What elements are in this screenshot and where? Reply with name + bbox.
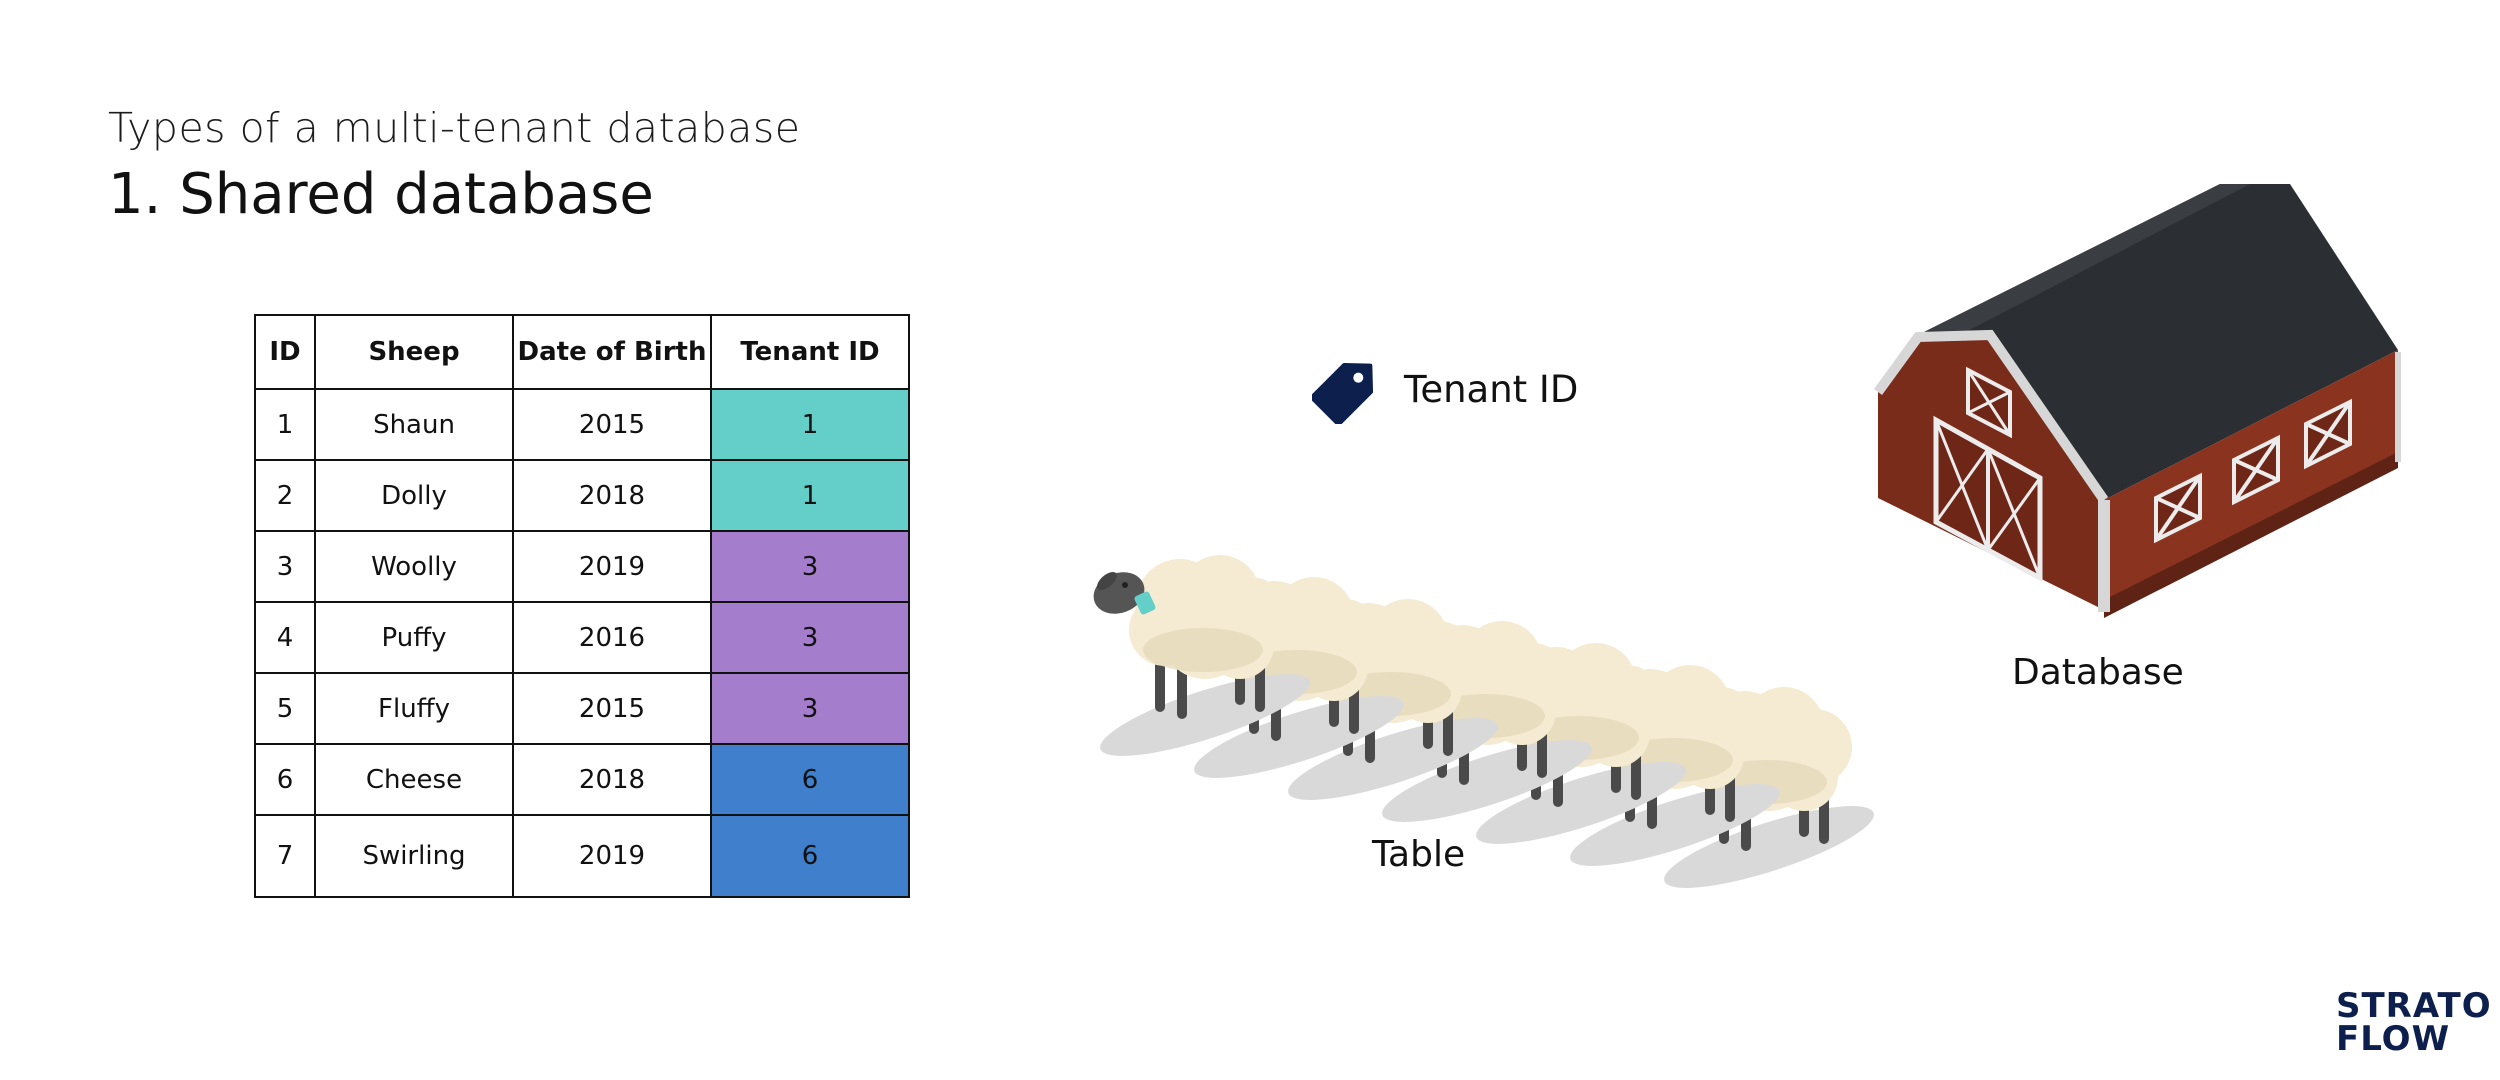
- cell-sheep: Swirling: [314, 814, 514, 898]
- stratoflow-logo: STRATO FLOW: [2336, 986, 2492, 1059]
- sheep-flock: [1093, 555, 1874, 888]
- column-header-date-of-birth: Date of Birth: [512, 314, 712, 390]
- cell-dob: 2015: [512, 388, 712, 461]
- cell-id: 1: [254, 388, 316, 461]
- table-row: 2 Dolly 2018 1: [254, 459, 910, 532]
- cell-id: 4: [254, 601, 316, 674]
- cell-tenant-id: 6: [710, 814, 910, 898]
- database-label: Database: [2012, 652, 2184, 693]
- column-header-id: ID: [254, 314, 316, 390]
- cell-tenant-id: 3: [710, 672, 910, 745]
- cell-dob: 2019: [512, 814, 712, 898]
- table-header-row: ID Sheep Date of Birth Tenant ID: [254, 314, 910, 390]
- price-tag-icon: [1312, 362, 1374, 424]
- tenant-id-legend: Tenant ID: [1312, 354, 1578, 424]
- page-title: 1. Shared database: [108, 162, 654, 227]
- table-row: 1 Shaun 2015 1: [254, 388, 910, 461]
- sheep-table: ID Sheep Date of Birth Tenant ID 1 Shaun…: [254, 314, 910, 898]
- table-row: 4 Puffy 2016 3: [254, 601, 910, 674]
- column-header-tenant-id: Tenant ID: [710, 314, 910, 390]
- table-label: Table: [1371, 834, 1465, 875]
- cell-tenant-id: 3: [710, 601, 910, 674]
- cell-dob: 2016: [512, 601, 712, 674]
- cell-id: 3: [254, 530, 316, 603]
- cell-dob: 2018: [512, 459, 712, 532]
- tenant-id-legend-label: Tenant ID: [1404, 367, 1579, 411]
- cell-dob: 2019: [512, 530, 712, 603]
- cell-sheep: Dolly: [314, 459, 514, 532]
- table-row: 7 Swirling 2019 6: [254, 814, 910, 898]
- cell-sheep: Cheese: [314, 743, 514, 816]
- cell-tenant-id: 6: [710, 743, 910, 816]
- ear-tag-icon: [1134, 591, 1156, 615]
- cell-sheep: Shaun: [314, 388, 514, 461]
- cell-id: 6: [254, 743, 316, 816]
- cell-id: 2: [254, 459, 316, 532]
- cell-sheep: Woolly: [314, 530, 514, 603]
- logo-line-1: STRATO: [2336, 986, 2492, 1026]
- table-row: 5 Fluffy 2015 3: [254, 672, 910, 745]
- cell-sheep: Puffy: [314, 601, 514, 674]
- page-subtitle: Types of a multi-tenant database: [108, 104, 801, 152]
- sheep: [1093, 555, 1310, 756]
- cell-dob: 2015: [512, 672, 712, 745]
- cell-sheep: Fluffy: [314, 672, 514, 745]
- logo-line-2: FLOW: [2336, 1019, 2451, 1059]
- cell-id: 7: [254, 814, 316, 898]
- column-header-sheep: Sheep: [314, 314, 514, 390]
- table-row: 6 Cheese 2018 6: [254, 743, 910, 816]
- cell-id: 5: [254, 672, 316, 745]
- cell-dob: 2018: [512, 743, 712, 816]
- cell-tenant-id: 3: [710, 530, 910, 603]
- cell-tenant-id: 1: [710, 388, 910, 461]
- barn-database-icon: [1873, 184, 2401, 618]
- table-row: 3 Woolly 2019 3: [254, 530, 910, 603]
- cell-tenant-id: 1: [710, 459, 910, 532]
